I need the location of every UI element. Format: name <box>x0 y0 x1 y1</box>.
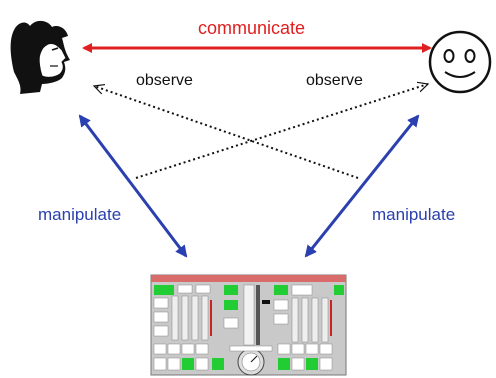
observe-arrow-right-to-human <box>94 86 359 179</box>
observe-label-right: observe <box>306 72 363 89</box>
control-panel-screenshot-icon <box>150 274 347 376</box>
communicate-label: communicate <box>198 18 306 38</box>
manipulate-label-left: manipulate <box>38 205 122 224</box>
human-head-profile-icon <box>10 20 70 95</box>
manipulate-label-right: manipulate <box>372 205 456 224</box>
smiley-face-icon <box>428 30 492 94</box>
manipulate-arrow-left <box>78 114 188 258</box>
observe-label-left: observe <box>136 72 193 89</box>
observe-arrow-left-to-robot <box>135 84 428 179</box>
manipulate-arrow-right <box>304 114 420 258</box>
